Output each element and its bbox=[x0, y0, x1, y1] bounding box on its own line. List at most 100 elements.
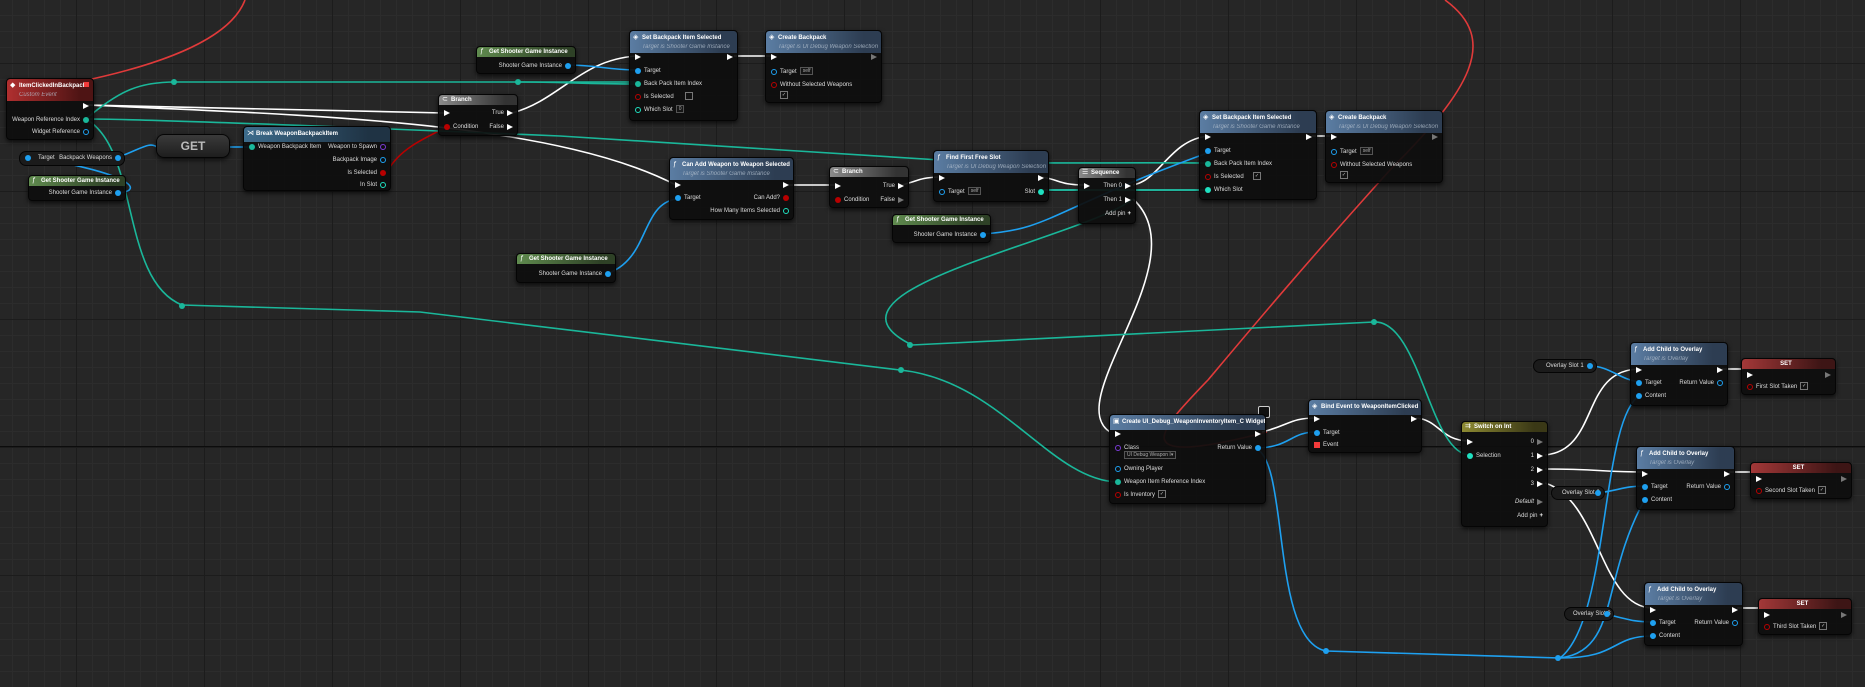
bool-out-pin[interactable] bbox=[380, 170, 386, 176]
exec-out-pin[interactable] bbox=[1537, 480, 1543, 487]
exec-in-pin[interactable] bbox=[939, 174, 945, 181]
bool-out-pin[interactable] bbox=[783, 195, 789, 201]
object-in-pin[interactable] bbox=[25, 155, 31, 161]
set-third-slot-taken-node[interactable]: SET Third Slot Taken✓ bbox=[1758, 598, 1852, 635]
exec-out-pin[interactable] bbox=[1125, 182, 1131, 189]
checkbox[interactable] bbox=[685, 92, 693, 101]
exec-in-pin[interactable] bbox=[1756, 475, 1762, 482]
exec-out-pin[interactable] bbox=[1306, 133, 1312, 140]
exec-in-pin[interactable] bbox=[635, 53, 641, 60]
exec-in-pin[interactable] bbox=[1467, 438, 1473, 445]
bool-in-pin[interactable] bbox=[1747, 384, 1753, 390]
object-out-pin[interactable] bbox=[980, 232, 986, 238]
delegate-in-pin[interactable] bbox=[1314, 442, 1320, 448]
object-out-pin[interactable] bbox=[115, 190, 121, 196]
exec-out-pin[interactable] bbox=[1825, 371, 1831, 378]
bind-event-node[interactable]: ◈Bind Event to WeaponItemClicked Target … bbox=[1308, 399, 1422, 453]
checkbox[interactable]: ✓ bbox=[1800, 382, 1809, 391]
object-in-pin[interactable] bbox=[1636, 380, 1642, 386]
exec-out-pin[interactable] bbox=[783, 181, 789, 188]
object-in-pin[interactable] bbox=[1331, 149, 1337, 155]
exec-out-pin[interactable] bbox=[898, 182, 904, 189]
exec-in-pin[interactable] bbox=[1764, 611, 1770, 618]
exec-out-pin[interactable] bbox=[727, 53, 733, 60]
int-out-pin[interactable] bbox=[380, 182, 386, 188]
add-pin-label[interactable]: Add pin bbox=[1517, 513, 1538, 519]
exec-out-pin[interactable] bbox=[1255, 430, 1261, 437]
int-in-pin[interactable] bbox=[1205, 187, 1211, 193]
exec-in-pin[interactable] bbox=[835, 182, 841, 189]
struct-in-pin[interactable] bbox=[249, 144, 255, 150]
checkbox[interactable]: ✓ bbox=[1819, 622, 1828, 631]
event-item-clicked-in-backpack[interactable]: ◆ ItemClickedInBackpack Custom Event Wea… bbox=[6, 78, 94, 140]
reroute-knot[interactable] bbox=[179, 303, 185, 309]
object-in-pin[interactable] bbox=[635, 68, 641, 74]
object-out-pin[interactable] bbox=[1732, 620, 1738, 626]
sequence-node[interactable]: ☰Sequence Then 0 Then 1 Add pin+ bbox=[1078, 167, 1136, 224]
object-in-pin[interactable] bbox=[1650, 633, 1656, 639]
add-pin-label[interactable]: Add pin bbox=[1105, 211, 1126, 217]
exec-out-pin[interactable] bbox=[1841, 475, 1847, 482]
create-widget-node[interactable]: ▣Create UI_Debug_WeaponInventoryItem_C W… bbox=[1109, 414, 1266, 504]
checkbox[interactable]: ✓ bbox=[1817, 486, 1826, 495]
break-weapon-backpack-item-node[interactable]: ⋊Break WeaponBackpackItem Weapon Backpac… bbox=[243, 126, 391, 191]
int-in-pin[interactable] bbox=[635, 81, 641, 87]
exec-out-pin[interactable] bbox=[1411, 415, 1417, 422]
bool-in-pin[interactable] bbox=[1205, 174, 1211, 180]
object-out-pin[interactable] bbox=[83, 129, 89, 135]
exec-in-pin[interactable] bbox=[1115, 430, 1121, 437]
exec-out-pin[interactable] bbox=[1537, 452, 1543, 459]
object-out-pin[interactable] bbox=[1724, 484, 1730, 490]
exec-in-pin[interactable] bbox=[1084, 182, 1090, 189]
int-literal-field[interactable]: 0 bbox=[675, 105, 685, 114]
object-in-pin[interactable] bbox=[1205, 148, 1211, 154]
get-array-node[interactable]: GET bbox=[156, 134, 230, 158]
reroute-knot[interactable] bbox=[1555, 655, 1561, 661]
exec-out-pin[interactable] bbox=[1717, 366, 1723, 373]
exec-out-pin[interactable] bbox=[898, 196, 904, 203]
object-in-pin[interactable] bbox=[1642, 484, 1648, 490]
object-out-pin[interactable] bbox=[605, 271, 611, 277]
exec-out-pin[interactable] bbox=[1038, 174, 1044, 181]
set-first-slot-taken-node[interactable]: SET First Slot Taken✓ bbox=[1741, 358, 1836, 395]
int-in-pin[interactable] bbox=[1205, 161, 1211, 167]
object-in-pin[interactable] bbox=[675, 195, 681, 201]
object-in-pin[interactable] bbox=[939, 189, 945, 195]
exec-out-pin[interactable] bbox=[1537, 466, 1543, 473]
int-in-pin[interactable] bbox=[1467, 453, 1473, 459]
reroute-knot[interactable] bbox=[515, 79, 521, 85]
struct-in-pin[interactable] bbox=[1115, 479, 1121, 485]
object-out-pin[interactable] bbox=[380, 157, 386, 163]
object-out-pin[interactable] bbox=[1717, 380, 1723, 386]
int-in-pin[interactable] bbox=[635, 107, 641, 113]
bool-in-pin[interactable] bbox=[1115, 492, 1121, 498]
object-out-pin[interactable] bbox=[1587, 363, 1593, 369]
overlay-slot-1-variable[interactable]: Overlay Slot 1 bbox=[1533, 359, 1597, 373]
exec-in-pin[interactable] bbox=[1642, 470, 1648, 477]
bool-in-pin[interactable] bbox=[1764, 624, 1770, 630]
reroute-knot[interactable] bbox=[171, 79, 177, 85]
array-out-pin[interactable] bbox=[115, 155, 121, 161]
object-in-pin[interactable] bbox=[1650, 620, 1656, 626]
exec-out-pin[interactable] bbox=[507, 123, 513, 130]
exec-in-pin[interactable] bbox=[1314, 415, 1320, 422]
bool-in-pin[interactable] bbox=[1331, 162, 1337, 168]
int-out-pin[interactable] bbox=[783, 208, 789, 214]
delegate-pin[interactable] bbox=[84, 82, 89, 87]
checkbox[interactable]: ✓ bbox=[1340, 171, 1348, 179]
reroute-knot[interactable] bbox=[907, 342, 913, 348]
overlay-slot-2-variable[interactable]: Overlay Slot 2 bbox=[1551, 486, 1605, 500]
bool-in-pin[interactable] bbox=[444, 124, 450, 130]
object-in-pin[interactable] bbox=[1642, 497, 1648, 503]
set-second-slot-taken-node[interactable]: SET Second Slot Taken✓ bbox=[1750, 462, 1852, 499]
